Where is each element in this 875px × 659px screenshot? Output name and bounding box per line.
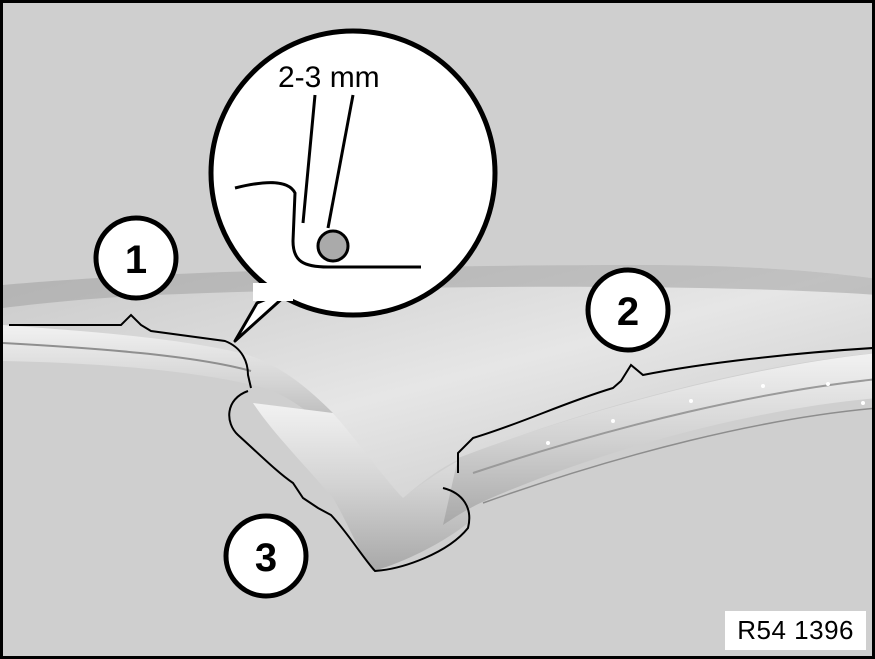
seal-bead <box>316 229 350 263</box>
bracket-1 <box>9 313 252 389</box>
dimension-label: 2-3 mm <box>278 61 380 94</box>
reference-code: R54 1396 <box>725 611 866 650</box>
trim-corner <box>253 403 473 571</box>
trim-strip-left <box>3 325 353 448</box>
callout-2: 2 <box>585 267 671 353</box>
magnified-detail: 2-3 mm <box>208 28 498 343</box>
callout-2-label: 2 <box>617 290 639 334</box>
callout-1-label: 1 <box>125 238 147 282</box>
callout-1: 1 <box>93 215 179 301</box>
callout-3: 3 <box>223 513 309 599</box>
seal-profile <box>234 181 421 269</box>
dimension-line-left <box>301 94 317 224</box>
callout-3-label: 3 <box>255 536 277 580</box>
dimension-line-right <box>326 94 355 229</box>
bracket-3 <box>228 390 471 573</box>
roof-trim-illustration: 2-3 mm 1 2 3 <box>3 28 872 599</box>
bracket-2 <box>457 347 872 473</box>
